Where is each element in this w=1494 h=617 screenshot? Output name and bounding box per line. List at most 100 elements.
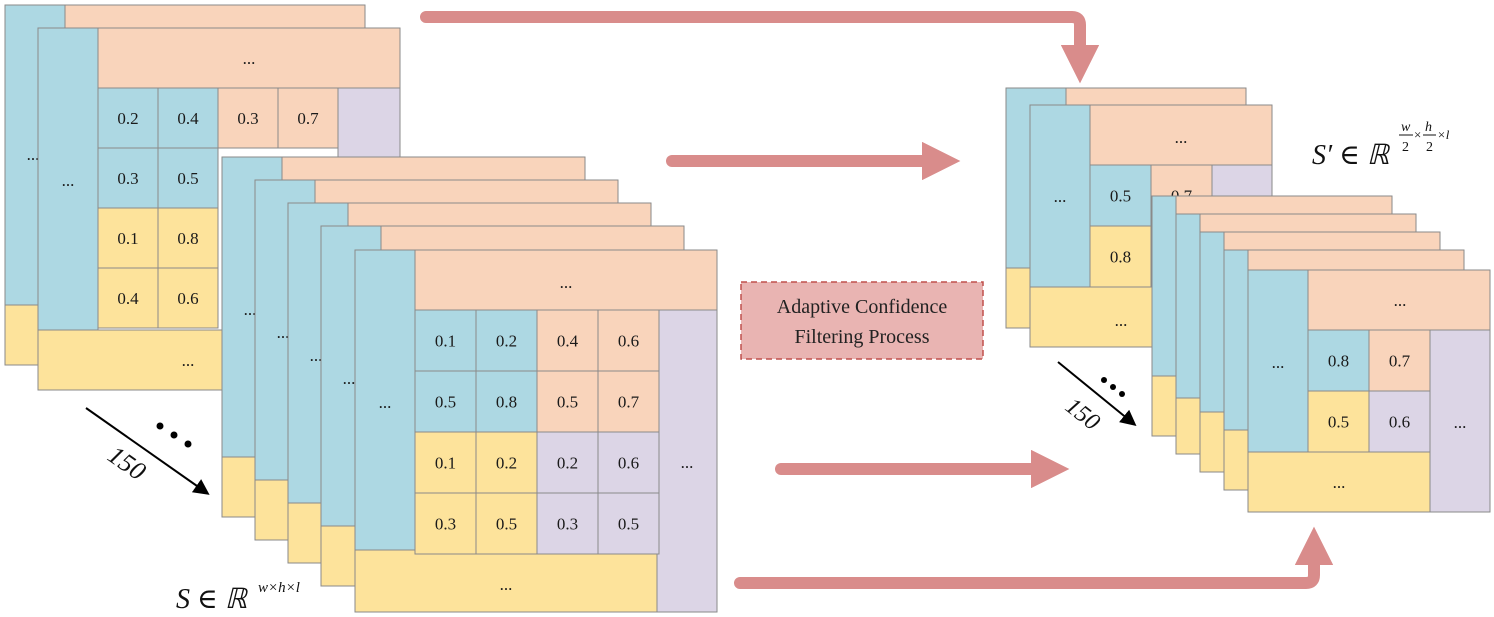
input-count-label: 150 — [103, 440, 152, 486]
ellipsis-label: ... — [560, 273, 573, 292]
matrix-cell-value: 0.3 — [557, 514, 578, 533]
matrix-cell-value: 0.5 — [435, 392, 456, 411]
matrix-cell — [475, 370, 538, 433]
matrix-cell-value: 0.8 — [177, 229, 198, 248]
output-count-label: 150 — [1060, 393, 1104, 436]
matrix-cell-value: 0.7 — [618, 392, 640, 411]
matrix-cell-value: 0.2 — [496, 453, 517, 472]
matrix-cell — [597, 492, 660, 555]
process-box-frame — [740, 281, 984, 360]
input-set-notation: S ∈ ℝ w×h×l — [176, 580, 300, 615]
matrix-cell-value: 0.2 — [496, 331, 517, 350]
output-sup-2a: 2 — [1402, 140, 1409, 155]
ellipsis-label: ... — [182, 351, 195, 370]
bottom-flow-arrow — [734, 526, 1334, 589]
matrix-cell-value: 0.5 — [618, 514, 639, 533]
output-sup-2b: 2 — [1426, 140, 1433, 155]
matrix-cell-value: 0.6 — [618, 453, 639, 472]
output-set-notation: S′ ∈ ℝ w 2 × h 2 ×l — [1312, 120, 1450, 171]
matrix-cell-value: 0.3 — [117, 169, 138, 188]
stack-dot — [170, 431, 178, 439]
stack-dot — [184, 440, 192, 448]
matrix-cell-value: 0.4 — [117, 289, 139, 308]
process-box-line2: Filtering Process — [795, 326, 930, 348]
output-back-stack: ... ... ... 0.50.70.8 — [1005, 87, 1273, 348]
ellipsis-label: ... — [62, 171, 75, 190]
matrix-cell-value: 0.8 — [1110, 247, 1131, 266]
output-set-symbol: S′ ∈ ℝ — [1312, 140, 1391, 171]
matrix-cell — [277, 87, 339, 149]
output-front-matrix: 0.8 0.7 0.5 0.6 — [1307, 329, 1431, 453]
matrix-cell — [475, 431, 538, 494]
matrix-cell — [97, 207, 159, 269]
matrix-cell-value: 0.6 — [1389, 412, 1410, 431]
ellipsis-label: ... — [27, 145, 40, 164]
matrix-cell-value: 0.5 — [557, 392, 578, 411]
matrix-cell-value: 0.6 — [177, 289, 198, 308]
matrix-cell-value: 0.8 — [496, 392, 517, 411]
input-count-indicator: 150 — [85, 407, 210, 495]
matrix-cell — [157, 87, 219, 149]
matrix-cell-value: 0.7 — [297, 109, 319, 128]
ellipsis-label: ... — [1272, 353, 1285, 372]
ellipsis-label: ... — [1394, 291, 1407, 310]
matrix-cell-value: 0.3 — [237, 109, 258, 128]
matrix-cell-value: 0.7 — [1389, 351, 1411, 370]
matrix-cell — [157, 147, 219, 209]
ellipsis-label: ... — [1054, 187, 1067, 206]
matrix-cell-value: 0.2 — [557, 453, 578, 472]
ellipsis-label: ... — [243, 49, 256, 68]
matrix-cell — [157, 267, 219, 329]
matrix-cell — [475, 492, 538, 555]
matrix-cell — [597, 370, 660, 433]
matrix-cell — [217, 87, 279, 149]
matrix-cell — [1089, 164, 1152, 227]
ellipsis-label: ... — [1175, 128, 1188, 147]
matrix-cell — [414, 309, 477, 372]
stack-dot — [156, 422, 164, 430]
matrix-cell-value: 0.5 — [177, 169, 198, 188]
ellipsis-label: ... — [1115, 311, 1128, 330]
matrix-cell — [97, 87, 159, 149]
matrix-cell — [97, 147, 159, 209]
matrix-cell-value: 0.1 — [435, 453, 456, 472]
ellipsis-label: ... — [277, 323, 290, 342]
matrix-cell — [597, 309, 660, 372]
process-box: Adaptive Confidence Filtering Process — [740, 281, 984, 360]
matrix-cell-value: 0.5 — [1110, 186, 1131, 205]
matrix-cell-value: 0.8 — [1328, 351, 1349, 370]
top-flow-arrow — [420, 11, 1100, 84]
input-set-symbol: S ∈ ℝ — [176, 584, 249, 615]
matrix-cell — [536, 431, 599, 494]
ellipsis-label: ... — [244, 300, 257, 319]
matrix-cell — [536, 492, 599, 555]
matrix-cell-value: 0.5 — [496, 514, 517, 533]
matrix-cell — [475, 309, 538, 372]
matrix-cell — [1368, 390, 1431, 453]
flow-arrows — [420, 11, 1334, 589]
ellipsis-label: ... — [310, 346, 323, 365]
stack-dot — [1110, 384, 1116, 390]
matrix-cell — [1089, 225, 1152, 288]
matrix-cell-value: 0.4 — [177, 109, 199, 128]
ellipsis-label: ... — [500, 575, 513, 594]
matrix-cell — [1307, 390, 1370, 453]
matrix-cell — [414, 370, 477, 433]
matrix-cell — [97, 267, 159, 329]
output-sup-w: w — [1401, 120, 1411, 135]
matrix-cell-value: 0.1 — [117, 229, 138, 248]
ellipsis-label: ... — [1333, 473, 1346, 492]
matrix-cell-value: 0.5 — [1328, 412, 1349, 431]
process-box-line1: Adaptive Confidence — [777, 296, 948, 318]
matrix-cell-value: 0.1 — [435, 331, 456, 350]
output-sup-h: h — [1425, 120, 1432, 135]
input-front-stack: ... ... ... ... ... — [221, 156, 718, 613]
input-set-superscript: w×h×l — [258, 580, 300, 596]
output-sup-times2: ×l — [1437, 127, 1450, 142]
